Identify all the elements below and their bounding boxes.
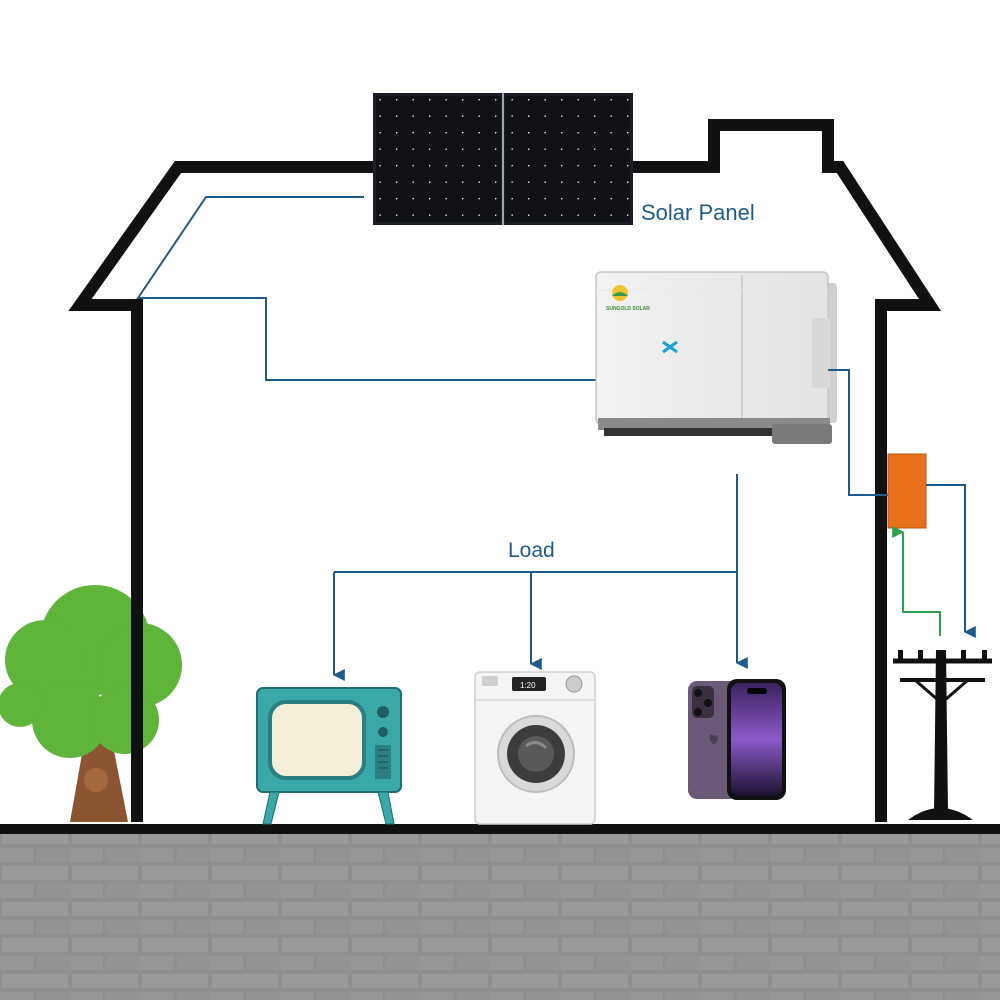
wire-panel-to-inverter (136, 196, 596, 381)
utility-pole-icon (893, 650, 992, 820)
house-outline (68, 119, 942, 822)
solar-panel-icon (373, 93, 633, 225)
inverter-brand: SUNGOLD SOLAR (606, 306, 650, 312)
solar-panel-label: Solar Panel (641, 200, 755, 225)
washing-machine-icon: 1:20 (474, 671, 596, 825)
ground-line (0, 824, 1000, 834)
ground-wall (0, 832, 1000, 1000)
wire-grid-to-meter (892, 526, 941, 636)
meter-box-icon (887, 453, 927, 529)
wire-inverter-to-meter (828, 369, 888, 496)
tree (0, 585, 182, 822)
wire-meter-to-grid (926, 484, 976, 638)
phone-icon (688, 679, 786, 800)
load-label: Load (508, 539, 555, 562)
tv-icon (256, 687, 402, 825)
inverter-icon: SUNGOLD SOLAR (595, 271, 837, 444)
inverter-logo-icon (662, 340, 678, 354)
washer-display: 1:20 (520, 681, 536, 690)
